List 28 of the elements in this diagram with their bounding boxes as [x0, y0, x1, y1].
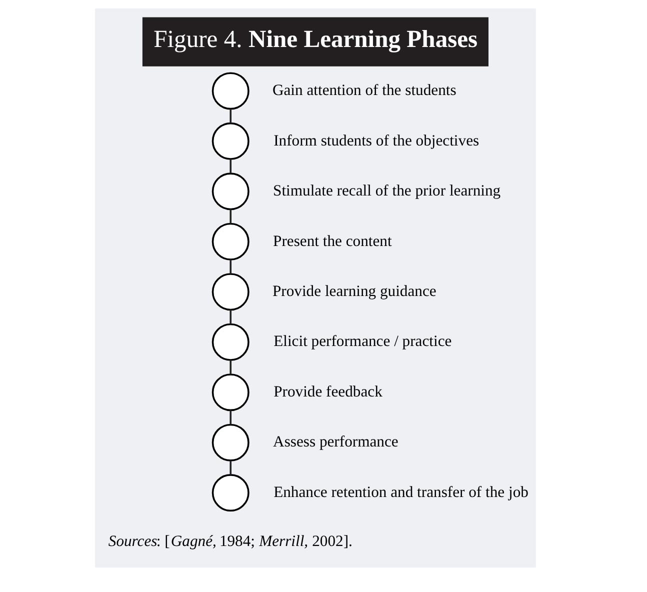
- node-circle: [212, 122, 250, 160]
- node-label: Stimulate recall of the prior learning: [273, 182, 501, 200]
- node-circle: [212, 474, 250, 512]
- node-circle: [212, 222, 250, 260]
- connector: [230, 360, 232, 374]
- connector: [230, 159, 232, 174]
- node-label: Enhance retention and transfer of the job: [274, 484, 528, 501]
- node-label: Inform students of the objectives: [274, 132, 480, 150]
- connector: [230, 209, 232, 224]
- connector: [230, 260, 232, 274]
- connector: [230, 460, 232, 475]
- node-label: Provide learning guidance: [272, 283, 436, 300]
- node-circle: [212, 323, 250, 361]
- caption: Sources: [Gagné, 1984; Merrill, 2002].: [108, 533, 352, 550]
- node-label: Present the content: [273, 232, 392, 250]
- node-circle: [212, 273, 250, 311]
- node-label: Provide feedback: [274, 383, 382, 400]
- diagram-title: Figure 4. Nine Learning Phases: [154, 26, 478, 53]
- connector: [230, 310, 232, 324]
- node-circle: [212, 374, 250, 412]
- node-label: Elicit performance / practice: [274, 333, 452, 350]
- connector: [230, 108, 232, 124]
- node-circle: [212, 172, 250, 210]
- node-label: Assess performance: [273, 434, 398, 451]
- node-circle: [212, 424, 250, 462]
- connector: [230, 410, 232, 425]
- node-circle: [212, 72, 250, 110]
- node-label: Gain attention of the students: [272, 82, 456, 100]
